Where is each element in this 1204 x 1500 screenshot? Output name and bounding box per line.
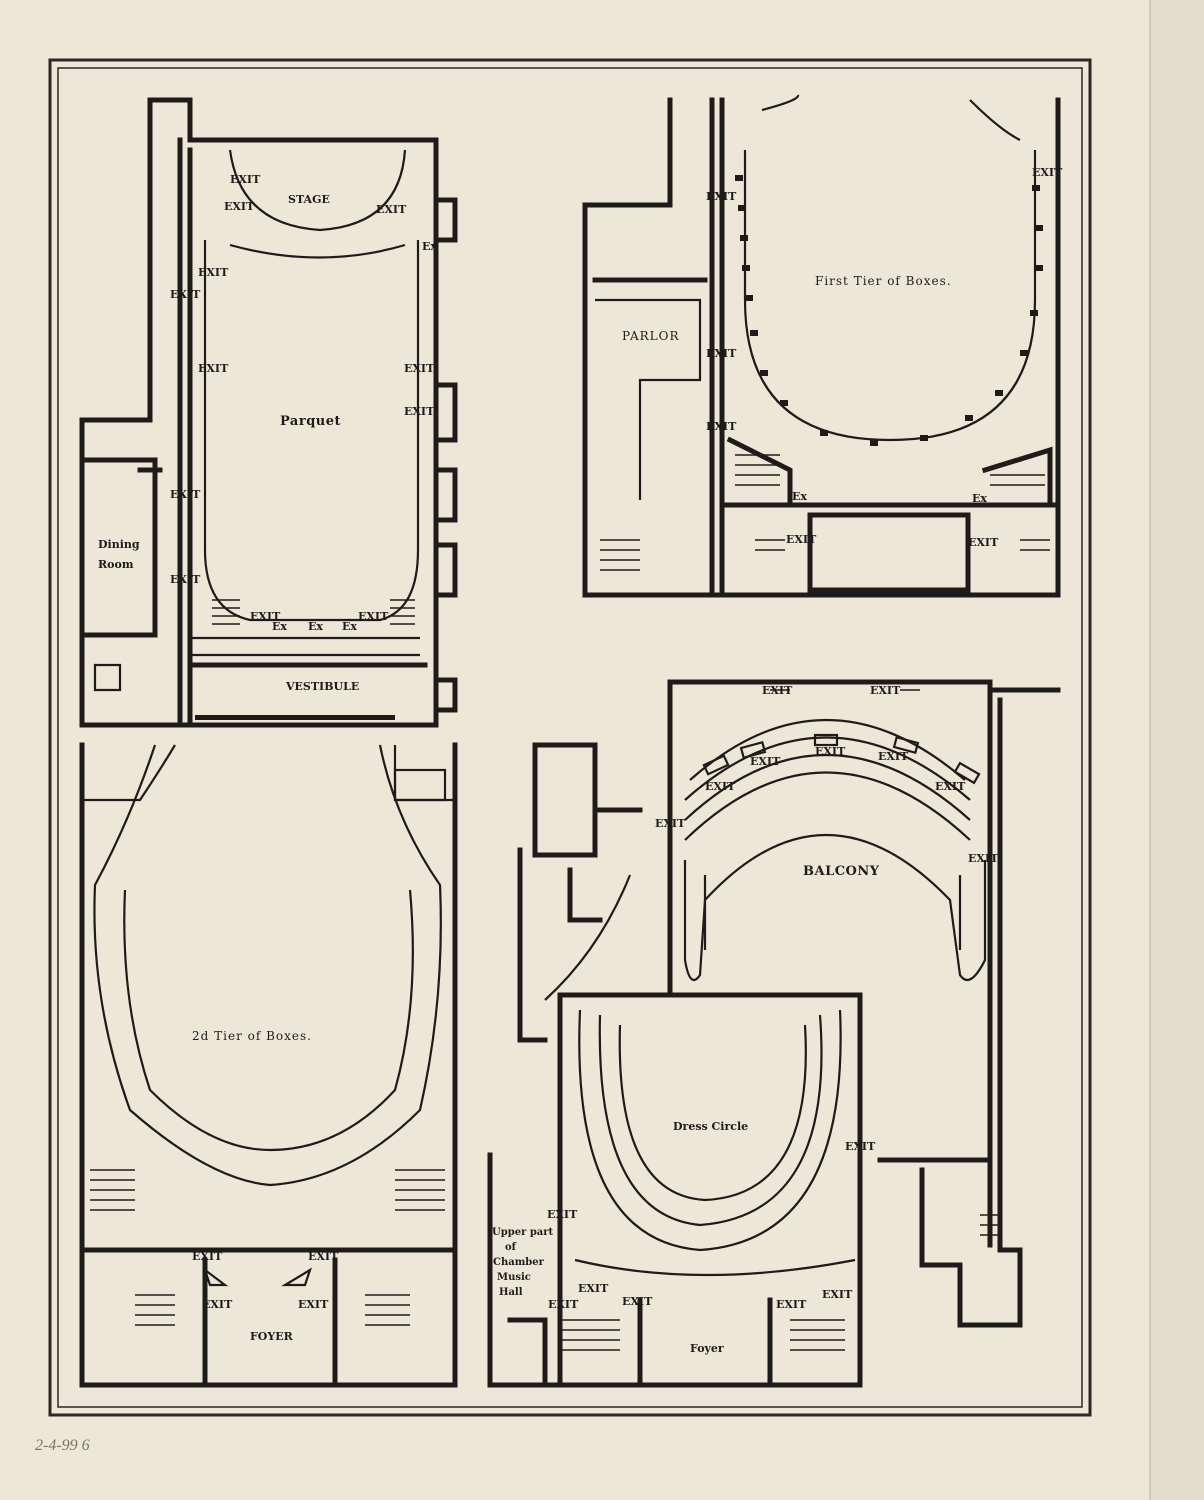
exit-label: EXIT — [935, 780, 966, 793]
ex-label: Ex — [422, 240, 437, 253]
chamber-label-line3: Chamber — [493, 1257, 545, 1268]
second-tier-plan: 2d Tier of Boxes. FOYER EXIT EXIT EXIT E… — [79, 742, 458, 1388]
stage-label: STAGE — [288, 193, 330, 206]
exit-label: EXIT — [404, 405, 435, 418]
exit-label: EXIT — [376, 203, 407, 216]
balcony-plan: BALCONY Dress Circle Foyer EXIT EXIT EXI… — [487, 679, 1061, 1388]
exit-label: EXIT — [622, 1295, 653, 1308]
inner-border — [57, 67, 1083, 1408]
exit-label: EXIT — [548, 1298, 579, 1311]
exit-label: EXIT — [706, 347, 737, 360]
exit-label: EXIT — [578, 1282, 609, 1295]
vestibule-label: VESTIBULE — [285, 680, 359, 693]
exit-label: EXIT — [706, 190, 737, 203]
first-tier-plan: First Tier of Boxes. PARLOR EXIT EXIT EX… — [582, 94, 1063, 598]
margin-note: 2-4-99 6 — [35, 1437, 90, 1454]
ex-label: Ex — [342, 620, 357, 633]
exit-label: EXIT — [250, 610, 281, 623]
exit-label: EXIT — [230, 173, 261, 186]
exit-label: EXIT — [655, 817, 686, 830]
exit-label: EXIT — [404, 362, 435, 375]
parlor-label: PARLOR — [622, 329, 680, 343]
foyer-label: FOYER — [250, 1330, 294, 1343]
outer-border — [48, 58, 1092, 1417]
exit-label: EXIT — [776, 1298, 807, 1311]
chamber-label-line4: Music — [497, 1272, 531, 1283]
parquet-plan: Parquet STAGE VESTIBULE Dining Room EXIT… — [79, 97, 458, 728]
balcony-label: BALCONY — [803, 864, 880, 879]
exit-label: EXIT — [968, 852, 999, 865]
exit-label: EXIT — [822, 1288, 853, 1301]
exit-label: EXIT — [198, 362, 229, 375]
exit-label: EXIT — [706, 420, 737, 433]
exit-label: EXIT — [1032, 166, 1063, 179]
exit-label: EXIT — [308, 1250, 339, 1263]
exit-label: EXIT — [192, 1250, 223, 1263]
chamber-label-line1: Upper part — [492, 1227, 554, 1238]
exit-label: EXIT — [170, 488, 201, 501]
exit-label: EXIT — [968, 536, 999, 549]
chamber-label-line2: of — [505, 1242, 517, 1253]
exit-label: EXIT — [705, 780, 736, 793]
ex-label: Ex — [308, 620, 323, 633]
exit-label: EXIT — [170, 573, 201, 586]
dining-label-line1: Dining — [98, 538, 140, 551]
first-tier-title: First Tier of Boxes. — [815, 274, 952, 288]
ex-label: Ex — [972, 492, 987, 505]
page-edge — [1150, 0, 1204, 1500]
dress-circle-label: Dress Circle — [673, 1120, 748, 1133]
exit-label: EXIT — [170, 288, 201, 301]
exit-label: EXIT — [815, 745, 846, 758]
exit-label: EXIT — [202, 1298, 233, 1311]
dining-label-line2: Room — [98, 558, 134, 571]
exit-label: EXIT — [198, 266, 229, 279]
exit-label: EXIT — [547, 1208, 578, 1221]
chamber-label-line5: Hall — [499, 1287, 523, 1298]
foyer-label: Foyer — [690, 1342, 724, 1355]
exit-label: EXIT — [878, 750, 909, 763]
exit-label: EXIT — [786, 533, 817, 546]
exit-label: EXIT — [762, 684, 793, 697]
exit-label: EXIT — [870, 684, 901, 697]
ex-label: Ex — [792, 490, 807, 503]
second-tier-title: 2d Tier of Boxes. — [192, 1029, 312, 1043]
exit-label: EXIT — [845, 1140, 876, 1153]
exit-label: EXIT — [298, 1298, 329, 1311]
exit-label: EXIT — [224, 200, 255, 213]
ex-label: Ex — [272, 620, 287, 633]
parquet-label: Parquet — [280, 414, 341, 429]
exit-label: EXIT — [358, 610, 389, 623]
exit-label: EXIT — [750, 755, 781, 768]
